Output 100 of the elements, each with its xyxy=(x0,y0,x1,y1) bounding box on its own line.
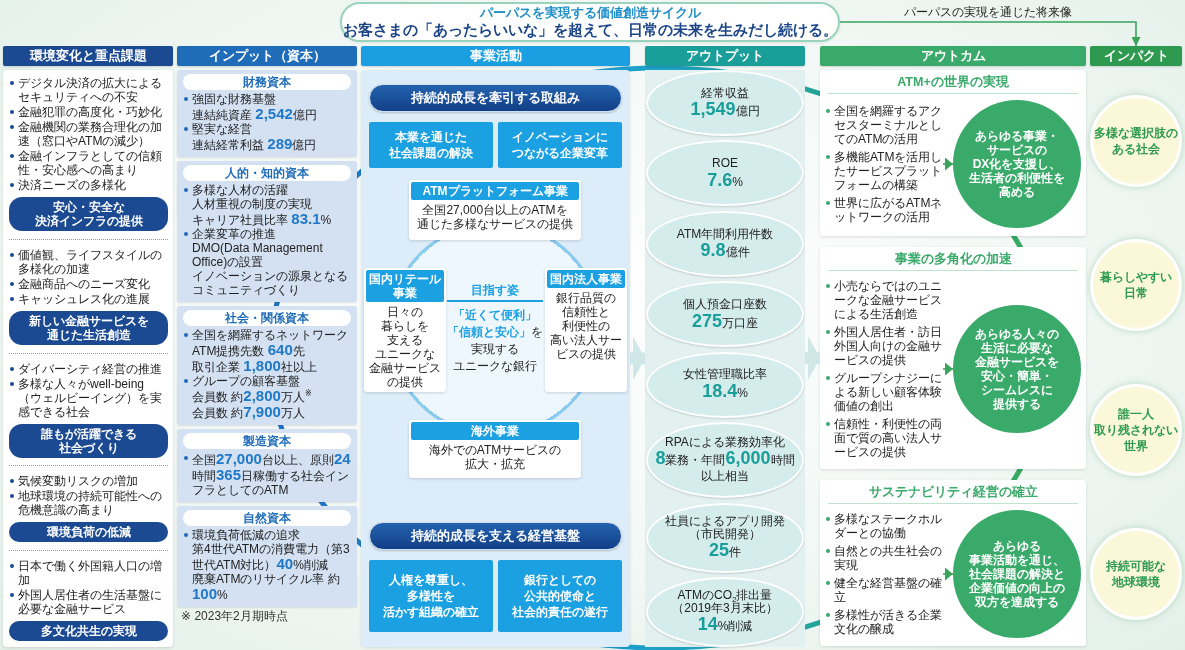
detail-text: キャリア社員比率 83.1% xyxy=(191,211,333,227)
outcome-heading: サステナビリティ経営の確立 xyxy=(867,485,1039,500)
capital-heading: 自然資本 xyxy=(183,510,351,526)
strategy-text: 持続的成長を牽引する取組み xyxy=(411,90,580,106)
output-ellipse xyxy=(646,576,804,647)
bullet-text: 金融機関の業務合理化の加速（窓口やATMの減少） xyxy=(9,120,168,148)
capital-card xyxy=(177,429,357,502)
strategy-text: 持続的成長を支える経営基盤 xyxy=(411,528,580,544)
column-header xyxy=(361,46,630,66)
column-header xyxy=(820,46,1086,66)
output-label: ATMのCO$_{2}$排出量（2019年3月末比） xyxy=(671,589,779,615)
initiative-box xyxy=(498,560,622,632)
card-text: 全国27,000台以上のATMを通じた多様なサービスの提供 xyxy=(416,203,574,231)
column-header xyxy=(645,46,805,66)
bullet-text: キャッシュレス化の進展 xyxy=(9,291,168,306)
outcome-card xyxy=(820,70,1086,236)
outcome-card xyxy=(820,247,1086,469)
output-ellipse xyxy=(646,281,804,348)
impact-circle xyxy=(1090,239,1182,331)
detail-text: 連結経常利益 289億円 xyxy=(191,136,318,152)
capital-card xyxy=(177,306,357,425)
header-text: インパクト xyxy=(1103,48,1169,64)
detail-text: ATM提携先数 640先 xyxy=(191,342,306,358)
strategy-pill xyxy=(369,522,622,550)
bullet-text: 外国人居住者・訪日外国人向けの金融サービスの提供 xyxy=(825,325,943,367)
outcome-text: あらゆる人々の生活に必要な金融サービスを安心・簡単・シームレスに提供する xyxy=(974,327,1060,411)
outcome-text: あらゆる事業・サービスのDX化を支援し、生活者の利便性を高める xyxy=(969,129,1065,199)
detail-text: 取引企業 1,800社以上 xyxy=(191,358,318,374)
theme-text: 環境負荷の低減 xyxy=(45,525,132,540)
output-value: 1,549億円 xyxy=(690,99,760,120)
output-ellipse xyxy=(646,502,804,573)
theme-pill xyxy=(9,423,168,458)
bullet-text: デジタル決済の拡大によるセキュリティへの不安 xyxy=(9,76,168,104)
initiative-text: イノベーションにつながる企業変革 xyxy=(511,129,609,161)
capital-heading: 財務資本 xyxy=(183,74,351,90)
arrow xyxy=(942,362,954,376)
impact-text: 多様な選択肢のある社会 xyxy=(1094,125,1178,157)
initiative-text: 人権を尊重し、多様性を活かす組織の確立 xyxy=(382,572,480,620)
bullet-text: 多様な人々がwell-being（ウェルビーイング）を実感できる社会 xyxy=(9,376,168,419)
initiative-text: 本業を通じた社会課題の解決 xyxy=(388,129,474,161)
output-value: 18.4% xyxy=(702,380,748,401)
bullet-text: 多様性が活きる企業文化の醸成 xyxy=(825,608,943,636)
goal-heading: 目指す姿 xyxy=(447,283,543,302)
thick-arrow xyxy=(805,336,820,380)
bullet-text: 健全な経営基盤の確立 xyxy=(825,576,943,604)
output-label: 個人預金口座数 xyxy=(683,298,767,311)
impact-text: 誰一人取り残されない世界 xyxy=(1094,406,1178,454)
header-text: インプット（資本） xyxy=(208,48,326,64)
output-ellipse xyxy=(646,70,804,136)
capital-card xyxy=(177,70,357,157)
outcome-text: あらゆる事業活動を通じ、社会課題の解決と企業価値の向上の双方を達成する xyxy=(969,539,1065,609)
theme-text: 新しい金融サービスを通じた生活創造 xyxy=(27,313,150,342)
output-band xyxy=(645,70,805,647)
business-card xyxy=(364,268,446,392)
bullet-text: 全国を網羅するアクセスターミナルとしてのATMの活用 xyxy=(825,104,943,146)
detail-text: 連結純資産 2,542億円 xyxy=(191,106,318,122)
output-value: 7.6% xyxy=(707,169,743,190)
capital-heading: 製造資本 xyxy=(183,433,351,449)
bullet-text: 金融インフラとしての信頼性・安心感への高まり xyxy=(9,149,168,177)
output-label: 社員によるアプリ開発（市民開発） xyxy=(664,515,786,541)
theme-text: 誰もが活躍できる社会づくり xyxy=(39,426,138,455)
issue-panel xyxy=(3,70,173,647)
banner-title: パーパスを実現する価値創造サイクル xyxy=(479,5,701,21)
bullet-text: 多機能ATMを活用したサービスプラットフォームの構築 xyxy=(825,150,943,192)
initiative-box xyxy=(498,122,622,168)
bullet-text: 金融商品へのニーズ変化 xyxy=(9,276,168,291)
impact-circle xyxy=(1090,95,1182,187)
detail-text: 会員数 約2,800万人$^{※}$ xyxy=(191,388,313,404)
initiative-box xyxy=(369,560,493,632)
card-heading: 海外事業 xyxy=(411,422,579,440)
detail-text: 第4世代ATMの消費電力（第3世代ATM対比）40%削減 xyxy=(191,542,351,572)
header-text: アウトプット xyxy=(686,48,764,64)
detail-text: DMO(Data Management Office)の設置 xyxy=(191,241,324,269)
output-label: 女性管理職比率 xyxy=(683,368,767,381)
strategy-pill xyxy=(369,84,622,112)
bullet-text: 多様な人材の活躍 xyxy=(183,183,351,197)
bullet-text: 金融犯罪の高度化・巧妙化 xyxy=(9,105,168,119)
column-header xyxy=(1090,46,1182,66)
theme-text: 安心・安全な決済インフラの提供 xyxy=(33,200,144,228)
bullet-text: 環境負荷低減の追求 xyxy=(183,528,351,542)
column-header xyxy=(3,46,173,66)
capital-card xyxy=(177,506,357,607)
bullet-text: 外国人居住者の生活基盤に必要な金融サービス xyxy=(9,588,168,616)
business-card xyxy=(409,420,581,478)
output-value: 14%削減 xyxy=(697,614,753,635)
outcome-card xyxy=(820,480,1086,646)
impact-circle xyxy=(1090,384,1182,476)
bullet-text: 堅実な経営 xyxy=(183,122,351,136)
theme-pill xyxy=(9,310,168,345)
business-card xyxy=(409,180,581,240)
arrow xyxy=(942,567,954,581)
detail-text: 人材重視の制度の実現 xyxy=(191,197,313,211)
card-text: 日々の暮らしを支えるユニークな金融サービスの提供 xyxy=(368,305,442,389)
edge-label: パーパスの実現を通じた将来像 xyxy=(904,5,1072,19)
initiative-box xyxy=(369,122,493,168)
output-label: 経常収益 xyxy=(701,86,749,100)
bullet-text: 自然との共生社会の実現 xyxy=(825,544,943,572)
bullet-text: ダイバーシティ経営の推進 xyxy=(9,361,168,376)
output-label: RPAによる業務効率化 xyxy=(665,435,785,449)
capital-heading: 社会・関係資本 xyxy=(183,310,351,326)
